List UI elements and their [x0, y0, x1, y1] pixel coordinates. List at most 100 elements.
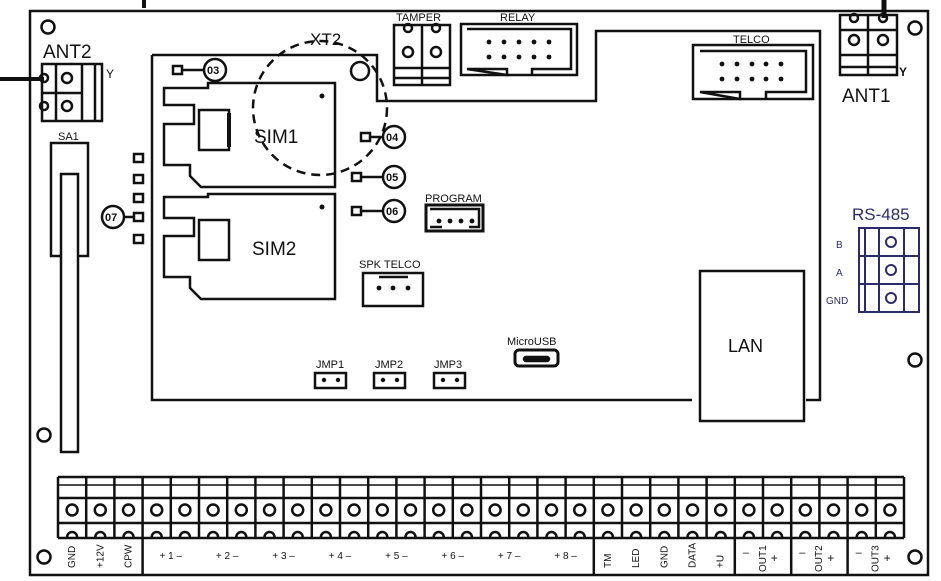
terminal-screw[interactable] — [206, 503, 220, 517]
sim1-holder[interactable] — [162, 81, 337, 189]
rs485-title: RS-485 — [852, 205, 910, 224]
mount-hole — [907, 352, 923, 368]
xt2-hole — [349, 60, 371, 82]
relay-connector[interactable] — [459, 22, 579, 77]
bus-label-u: +U — [716, 555, 727, 568]
output-minus: – — [856, 547, 863, 559]
terminal-label-cpw: CPW — [124, 544, 135, 568]
terminal-screw[interactable] — [883, 503, 897, 517]
jmp1-label: JMP1 — [316, 359, 344, 371]
terminal-screw[interactable] — [149, 503, 164, 517]
jumper-pins — [321, 377, 460, 383]
zone-label-4: + 4 – — [329, 551, 352, 562]
led-indicator-03 — [171, 57, 228, 83]
terminal-screw[interactable] — [403, 503, 418, 517]
ant2-label: ANT2 — [43, 42, 92, 63]
output-plus: + — [827, 551, 834, 565]
program-pins — [436, 218, 475, 224]
terminal-screw[interactable] — [290, 503, 305, 517]
lan-label: LAN — [728, 336, 763, 356]
terminal-screw[interactable] — [657, 503, 672, 517]
sa1-label: SA1 — [58, 131, 79, 143]
mount-hole — [36, 427, 52, 443]
terminal-screw[interactable] — [121, 503, 136, 517]
bus-label-data: DATA — [688, 542, 699, 568]
terminal-screw[interactable] — [234, 503, 249, 517]
microusb-port[interactable] — [513, 348, 560, 368]
terminal-screw[interactable] — [516, 503, 531, 517]
program-label: PROGRAM — [425, 193, 482, 205]
indicator-03-label: 03 — [207, 65, 219, 77]
terminal-screw[interactable] — [262, 503, 277, 517]
output-label-out2: OUT2 — [814, 545, 825, 572]
indicator-06-label: 06 — [386, 206, 398, 218]
sim2-dot — [319, 204, 325, 210]
terminal-screw[interactable] — [854, 503, 869, 517]
ant1-label: ANT1 — [842, 86, 891, 107]
bus-label-tm: TM — [603, 554, 614, 568]
terminal-screw[interactable] — [319, 503, 333, 517]
led-indicator-06 — [350, 198, 407, 224]
mount-hole — [36, 549, 52, 565]
zone-label-8: + 8 – — [554, 551, 577, 562]
relay-pins — [486, 39, 552, 60]
sim2-holder[interactable] — [162, 192, 337, 301]
xt2-modem-outline — [251, 39, 389, 177]
terminal-screw[interactable] — [770, 503, 784, 517]
ant1-antenna-icon: Y — [899, 65, 907, 79]
telco-pins — [719, 61, 784, 82]
terminal-screw[interactable] — [629, 503, 643, 517]
mount-hole — [907, 549, 923, 565]
terminal-screw[interactable] — [544, 503, 559, 517]
indicator-05-label: 05 — [386, 172, 398, 184]
xt2-label: XT2 — [310, 30, 341, 49]
sim2-label: SIM2 — [252, 239, 296, 260]
output-plus: + — [771, 551, 778, 565]
ant2-connector[interactable] — [38, 62, 104, 123]
terminal-screw[interactable] — [65, 503, 79, 517]
led-indicator-07 — [100, 204, 134, 230]
mount-hole — [907, 20, 923, 36]
jmp2-jumper[interactable] — [372, 371, 407, 390]
lan-port[interactable] — [698, 269, 806, 423]
terminal-label-gnd: GND — [67, 546, 78, 568]
terminal-screw[interactable] — [93, 503, 108, 517]
terminal-screw[interactable] — [347, 503, 361, 517]
jmp1-jumper[interactable] — [313, 371, 348, 390]
terminal-screw[interactable] — [601, 503, 615, 517]
terminal-screw[interactable] — [826, 503, 841, 517]
terminal-screw[interactable] — [572, 503, 587, 517]
board-outline — [28, 9, 930, 577]
jmp3-jumper[interactable] — [432, 371, 467, 390]
terminal-screw[interactable] — [178, 503, 192, 517]
terminal-block — [56, 475, 906, 576]
terminal-screw[interactable] — [488, 503, 502, 517]
terminal-screw[interactable] — [798, 503, 813, 517]
sim1-dot — [319, 93, 325, 99]
led-indicator-04 — [359, 124, 407, 150]
spk-telco-connector[interactable] — [361, 271, 425, 308]
terminal-screw[interactable] — [685, 503, 700, 517]
module-outline — [150, 29, 822, 402]
tamper-label: TAMPER — [396, 12, 441, 24]
rs485-connector[interactable] — [858, 227, 920, 313]
telco-connector[interactable] — [691, 43, 815, 101]
sa1-tamper-switch[interactable] — [49, 141, 90, 454]
telco-label: TELCO — [733, 34, 770, 46]
tamper-connector[interactable] — [392, 22, 452, 87]
indicator-04-label: 04 — [386, 132, 399, 144]
output-minus: – — [799, 547, 806, 559]
terminal-screw[interactable] — [431, 503, 446, 517]
terminal-screw[interactable] — [742, 503, 756, 517]
jmp2-label: JMP2 — [375, 359, 403, 371]
ant1-connector[interactable] — [838, 12, 899, 77]
terminal-screw[interactable] — [460, 503, 474, 517]
bus-label-gnd: GND — [659, 546, 670, 568]
output-label-out3: OUT3 — [871, 545, 882, 572]
output-minus: – — [743, 547, 750, 559]
terminal-screw[interactable] — [375, 503, 390, 517]
zone-label-1: + 1 – — [160, 551, 183, 562]
terminal-screw[interactable] — [713, 503, 728, 517]
program-connector[interactable] — [424, 203, 485, 233]
